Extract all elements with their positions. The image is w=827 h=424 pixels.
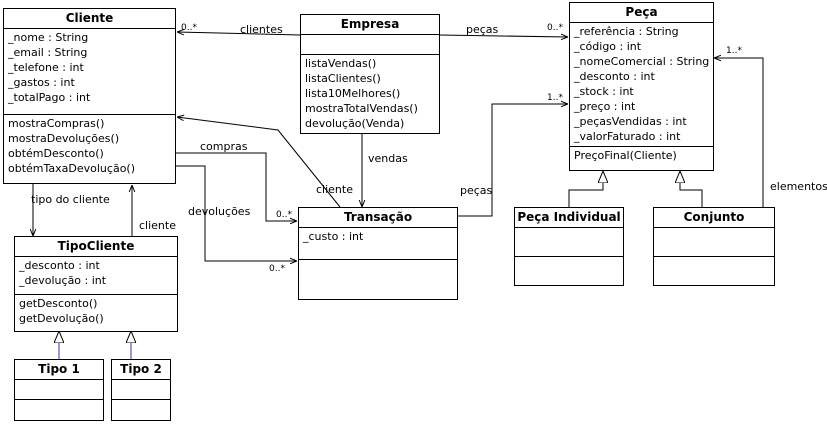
operations-section: listaVendas() listaClientes() lista10Mel… xyxy=(301,55,439,132)
attribute: _telefone : int xyxy=(8,61,84,74)
class-transacao[interactable]: Transação _custo : int xyxy=(298,207,458,300)
label-cliente-tipo: cliente xyxy=(139,219,176,232)
label-vendas: vendas xyxy=(368,152,408,165)
attribute: _totalPago : int xyxy=(8,91,91,104)
operations-section: PreçoFinal(Cliente) xyxy=(570,147,713,164)
label-tipo-do-cliente: tipo do cliente xyxy=(31,193,110,206)
class-peca-individual[interactable]: Peça Individual xyxy=(514,207,624,286)
operation: devolução(Venda) xyxy=(305,117,405,130)
label-cliente-transacao: cliente xyxy=(316,183,353,196)
attributes-section: _desconto : int _devolução : int xyxy=(15,257,177,295)
operation: lista10Melhores() xyxy=(305,87,401,100)
operation: mostraDevoluções() xyxy=(8,132,120,145)
operation: mostraTotalVendas() xyxy=(305,102,418,115)
edge-transacao-cliente xyxy=(177,117,341,208)
operation: obtémDesconto() xyxy=(8,147,104,160)
attributes-section xyxy=(112,380,170,400)
attributes-section xyxy=(15,380,103,400)
edge-elementos xyxy=(714,58,763,208)
operation: listaVendas() xyxy=(305,57,377,70)
edge-devolucoes xyxy=(176,166,297,261)
attribute: _peçasVendidas : int xyxy=(574,115,687,128)
mult-devolucoes: 0..* xyxy=(269,264,285,274)
label-pecas-transacao: peças xyxy=(460,184,493,197)
operations-section xyxy=(299,260,457,262)
operation: getDevolução() xyxy=(19,312,104,325)
operations-section xyxy=(654,257,774,259)
class-name: Empresa xyxy=(301,15,439,35)
label-clientes: clientes xyxy=(240,23,283,36)
operations-section xyxy=(112,400,170,402)
attribute: _nomeComercial : String xyxy=(574,55,710,68)
label-pecas-top: peças xyxy=(466,23,499,36)
mult-clientes: 0..* xyxy=(181,23,197,33)
attribute: _desconto : int xyxy=(19,259,100,272)
attribute: _valorFaturado : int xyxy=(574,130,681,143)
attribute: _custo : int xyxy=(303,230,364,243)
label-elementos: elementos xyxy=(770,180,827,193)
edge-empresa-cliente xyxy=(177,32,300,35)
class-tipocliente[interactable]: TipoCliente _desconto : int _devolução :… xyxy=(14,236,178,332)
operations-section xyxy=(15,400,103,402)
operation: mostraCompras() xyxy=(8,117,105,130)
attributes-section: _referência : String _código : int _nome… xyxy=(570,23,713,147)
operations-section: getDesconto() getDevolução() xyxy=(15,295,177,327)
class-name: Peça xyxy=(570,3,713,23)
class-tipo2[interactable]: Tipo 2 xyxy=(111,359,171,421)
mult-pecas-transacao: 1..* xyxy=(547,93,563,103)
attribute: _devolução : int xyxy=(19,274,107,287)
attribute: _nome : String xyxy=(8,31,89,44)
attributes-section xyxy=(515,228,623,257)
class-name: TipoCliente xyxy=(15,237,177,257)
gen-pecaindividual xyxy=(568,171,603,207)
class-name: Transação xyxy=(299,208,457,228)
attribute: _gastos : int xyxy=(8,76,75,89)
label-devolucoes: devoluções xyxy=(188,205,251,218)
attribute: _preço : int xyxy=(574,100,636,113)
class-name: Conjunto xyxy=(654,208,774,228)
operation: PreçoFinal(Cliente) xyxy=(574,149,677,162)
attribute: _stock : int xyxy=(574,85,634,98)
class-name: Peça Individual xyxy=(515,208,623,228)
class-empresa[interactable]: Empresa listaVendas() listaClientes() li… xyxy=(300,14,440,134)
label-compras: compras xyxy=(200,140,248,153)
class-name: Cliente xyxy=(4,9,175,29)
edge-empresa-peca xyxy=(440,35,568,37)
operation: obtémTaxaDevolução() xyxy=(8,162,136,175)
attribute: _email : String xyxy=(8,46,88,59)
attributes-section: _custo : int xyxy=(299,228,457,260)
operations-section xyxy=(515,257,623,259)
gen-conjunto xyxy=(680,171,703,207)
class-name: Tipo 1 xyxy=(15,360,103,380)
class-conjunto[interactable]: Conjunto xyxy=(653,207,775,286)
mult-pecas: 0..* xyxy=(547,23,563,33)
operation: listaClientes() xyxy=(305,72,381,85)
class-tipo1[interactable]: Tipo 1 xyxy=(14,359,104,421)
operation: getDesconto() xyxy=(19,297,98,310)
attributes-section: _nome : String _email : String _telefone… xyxy=(4,29,175,115)
attribute: _desconto : int xyxy=(574,70,655,83)
attributes-section xyxy=(301,35,439,55)
attribute: _código : int xyxy=(574,40,642,53)
class-cliente[interactable]: Cliente _nome : String _email : String _… xyxy=(3,8,176,184)
attributes-section xyxy=(654,228,774,257)
attribute: _referência : String xyxy=(574,25,679,38)
mult-elementos: 1..* xyxy=(726,46,742,56)
mult-compras: 0..* xyxy=(276,210,292,220)
operations-section: mostraCompras() mostraDevoluções() obtém… xyxy=(4,115,175,177)
class-name: Tipo 2 xyxy=(112,360,170,380)
edge-transacao-peca xyxy=(458,104,568,216)
class-peca[interactable]: Peça _referência : String _código : int … xyxy=(569,2,714,171)
